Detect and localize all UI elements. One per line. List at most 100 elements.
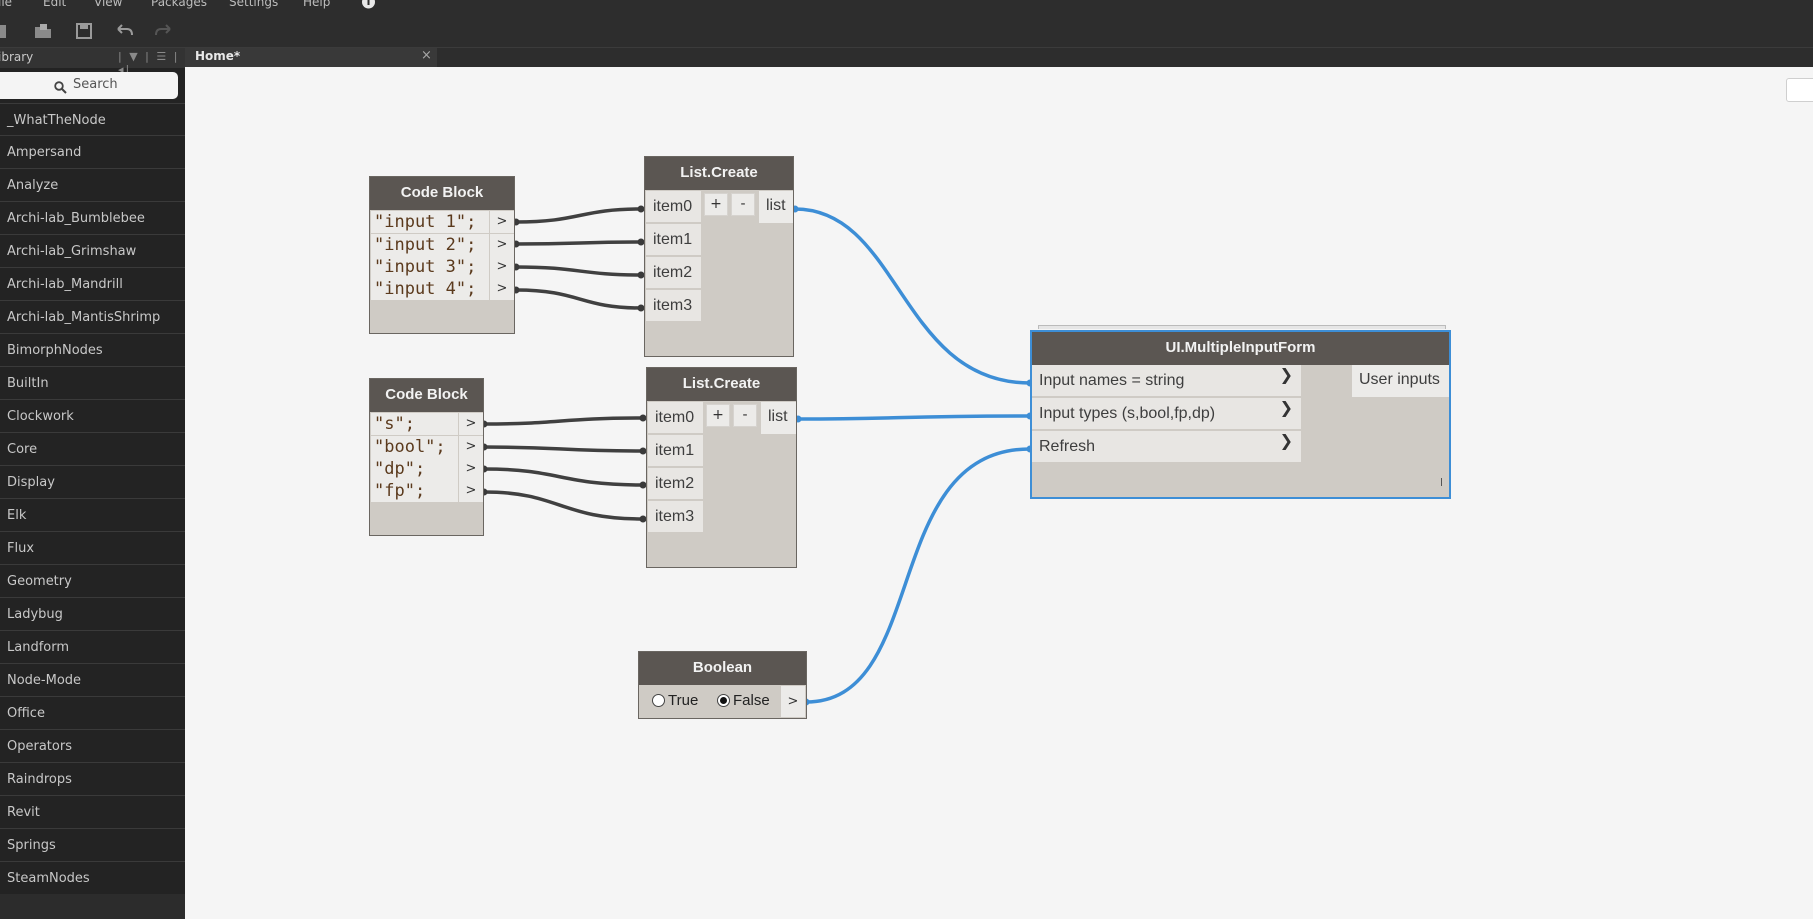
library-item[interactable]: Springs bbox=[0, 829, 185, 862]
library-item[interactable]: BuiltIn bbox=[0, 367, 185, 400]
menu-view[interactable]: View bbox=[94, 0, 123, 9]
library-item[interactable]: BimorphNodes bbox=[0, 334, 185, 367]
library-item[interactable]: Core bbox=[0, 433, 185, 466]
output-port-list[interactable]: list bbox=[759, 191, 793, 223]
input-port-names[interactable]: Input names = string❯ bbox=[1032, 365, 1301, 397]
library-item[interactable]: Raindrops bbox=[0, 763, 185, 796]
library-title: ibrary bbox=[0, 50, 34, 64]
library-item[interactable]: Display bbox=[0, 466, 185, 499]
library-footer bbox=[0, 894, 185, 919]
wire-selected bbox=[796, 414, 1032, 421]
canvas-navigation-icon[interactable] bbox=[1786, 78, 1813, 102]
code-line[interactable]: "input 4"; bbox=[371, 278, 489, 300]
code-line[interactable]: "input 3"; bbox=[371, 256, 489, 278]
library-item[interactable]: _WhatTheNode bbox=[0, 103, 185, 136]
library-item[interactable]: Archi-lab_MantisShrimp bbox=[0, 301, 185, 334]
list-create-node[interactable]: List.Create item0 item1 item2 item3 + - … bbox=[646, 367, 797, 568]
library-item[interactable]: Flux bbox=[0, 532, 185, 565]
menu-packages[interactable]: Packages bbox=[151, 0, 207, 9]
code-line[interactable]: "input 1"; bbox=[371, 211, 489, 233]
code-line[interactable]: "bool"; bbox=[371, 436, 458, 458]
redo-icon[interactable] bbox=[154, 21, 174, 41]
output-port[interactable]: > bbox=[458, 413, 483, 435]
radio-true-label: True bbox=[668, 692, 699, 709]
chevron-right-icon: ❯ bbox=[1279, 365, 1293, 384]
library-item[interactable]: Office bbox=[0, 697, 185, 730]
library-item[interactable]: Geometry bbox=[0, 565, 185, 598]
list-create-node[interactable]: List.Create item0 item1 item2 item3 + - … bbox=[644, 156, 794, 357]
code-line[interactable]: "fp"; bbox=[371, 480, 458, 502]
input-port-item3[interactable]: item3 bbox=[646, 290, 701, 322]
menu-settings[interactable]: Settings bbox=[229, 0, 279, 9]
output-port[interactable]: > bbox=[458, 436, 483, 458]
code-block-node[interactable]: Code Block "input 1"; "input 2"; "input … bbox=[369, 176, 515, 334]
input-port-item1[interactable]: item1 bbox=[648, 435, 703, 467]
undo-icon[interactable] bbox=[114, 21, 134, 41]
open-folder-icon[interactable] bbox=[33, 21, 53, 41]
code-block-node[interactable]: Code Block "s"; "bool"; "dp"; "fp"; > > … bbox=[369, 378, 484, 536]
library-item[interactable]: Clockwork bbox=[0, 400, 185, 433]
menu-edit[interactable]: Edit bbox=[43, 0, 67, 9]
library-item[interactable]: Analyze bbox=[0, 169, 185, 202]
input-port-item0[interactable]: item0 bbox=[648, 402, 703, 434]
radio-false-icon[interactable] bbox=[717, 694, 730, 707]
input-port-item2[interactable]: item2 bbox=[648, 468, 703, 500]
library-item[interactable]: Revit bbox=[0, 796, 185, 829]
close-icon[interactable]: × bbox=[421, 48, 432, 63]
remove-input-button[interactable]: - bbox=[733, 404, 757, 427]
input-port-item2[interactable]: item2 bbox=[646, 257, 701, 289]
remove-input-button[interactable]: - bbox=[731, 193, 755, 216]
resize-grip-icon[interactable] bbox=[1441, 478, 1442, 486]
radio-false[interactable]: False bbox=[717, 692, 770, 709]
library-item[interactable]: Archi-lab_Bumblebee bbox=[0, 202, 185, 235]
input-port-item1[interactable]: item1 bbox=[646, 224, 701, 256]
input-port-types[interactable]: Input types (s,bool,fp,dp)❯ bbox=[1032, 398, 1301, 430]
output-port-user-inputs[interactable]: User inputs bbox=[1352, 365, 1449, 397]
toolbar bbox=[0, 12, 1813, 48]
radio-true-icon[interactable] bbox=[652, 694, 665, 707]
output-port-list[interactable]: list bbox=[761, 402, 796, 434]
wire bbox=[482, 490, 645, 521]
add-input-button[interactable]: + bbox=[704, 193, 728, 216]
boolean-node[interactable]: Boolean True False > bbox=[638, 651, 807, 719]
new-file-icon[interactable] bbox=[0, 21, 14, 41]
wire bbox=[514, 288, 643, 310]
menu-file[interactable]: ile bbox=[0, 0, 13, 9]
library-header: ibrary | ▼ | ☰ | ◂| bbox=[0, 48, 185, 76]
library-item[interactable]: Archi-lab_Mandrill bbox=[0, 268, 185, 301]
output-port[interactable]: > bbox=[489, 211, 514, 233]
library-item[interactable]: Ampersand bbox=[0, 136, 185, 169]
radio-true[interactable]: True bbox=[652, 692, 698, 709]
node-stack-shadow bbox=[1038, 325, 1446, 329]
code-line[interactable]: "s"; bbox=[371, 413, 458, 435]
library-item[interactable]: Archi-lab_Grimshaw bbox=[0, 235, 185, 268]
ui-multiple-input-form-node[interactable]: UI.MultipleInputForm Input names = strin… bbox=[1030, 330, 1451, 499]
library-item[interactable]: Operators bbox=[0, 730, 185, 763]
input-port-refresh[interactable]: Refresh❯ bbox=[1032, 431, 1301, 463]
library-tools-icon[interactable]: | ▼ | ☰ | ◂| bbox=[118, 50, 180, 76]
menu-help[interactable]: Help bbox=[303, 0, 331, 9]
library-item[interactable]: Landform bbox=[0, 631, 185, 664]
output-port[interactable]: > bbox=[458, 458, 483, 480]
output-port[interactable]: > bbox=[489, 234, 514, 256]
search-input[interactable]: Search bbox=[0, 72, 178, 99]
output-port[interactable]: > bbox=[458, 480, 483, 502]
tab-home[interactable]: Home* × bbox=[185, 48, 437, 67]
output-port[interactable]: > bbox=[489, 256, 514, 278]
output-port[interactable]: > bbox=[780, 686, 805, 717]
wire bbox=[514, 207, 643, 224]
input-port-item0[interactable]: item0 bbox=[646, 191, 701, 223]
code-line[interactable]: "input 2"; bbox=[371, 234, 489, 256]
info-icon[interactable] bbox=[361, 0, 376, 15]
wire bbox=[482, 467, 645, 487]
node-title: Boolean bbox=[639, 652, 806, 685]
library-item[interactable]: Elk bbox=[0, 499, 185, 532]
save-icon[interactable] bbox=[74, 21, 94, 41]
output-port[interactable]: > bbox=[489, 278, 514, 300]
search-placeholder: Search bbox=[73, 77, 118, 92]
library-item[interactable]: Node-Mode bbox=[0, 664, 185, 697]
library-item[interactable]: Ladybug bbox=[0, 598, 185, 631]
add-input-button[interactable]: + bbox=[706, 404, 730, 427]
input-port-item3[interactable]: item3 bbox=[648, 501, 703, 533]
code-line[interactable]: "dp"; bbox=[371, 458, 458, 480]
